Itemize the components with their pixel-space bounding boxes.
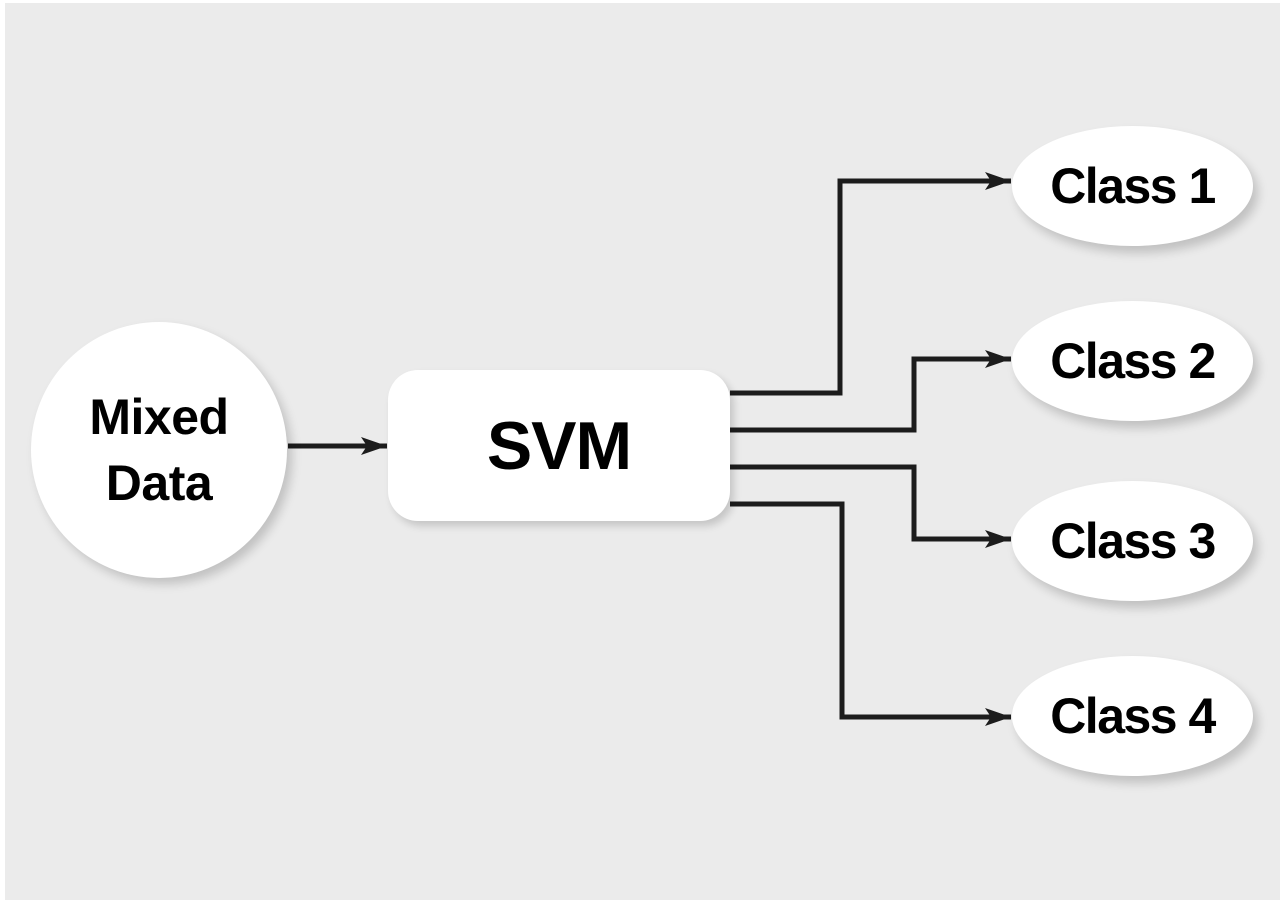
- class-4-label: Class 4: [1050, 688, 1216, 744]
- class-3-label: Class 3: [1050, 513, 1216, 569]
- class-1-label: Class 1: [1050, 158, 1216, 214]
- node-class-3: Class 3: [1012, 481, 1253, 601]
- mixed-data-label: Mixed Data: [89, 389, 229, 511]
- node-mixed-data: Mixed Data: [31, 322, 287, 578]
- node-class-1: Class 1: [1012, 126, 1253, 246]
- node-class-2: Class 2: [1012, 301, 1253, 421]
- node-class-4: Class 4: [1012, 656, 1253, 776]
- node-svm: SVM: [388, 370, 730, 521]
- svm-label: SVM: [486, 407, 632, 484]
- class-2-label: Class 2: [1050, 333, 1216, 389]
